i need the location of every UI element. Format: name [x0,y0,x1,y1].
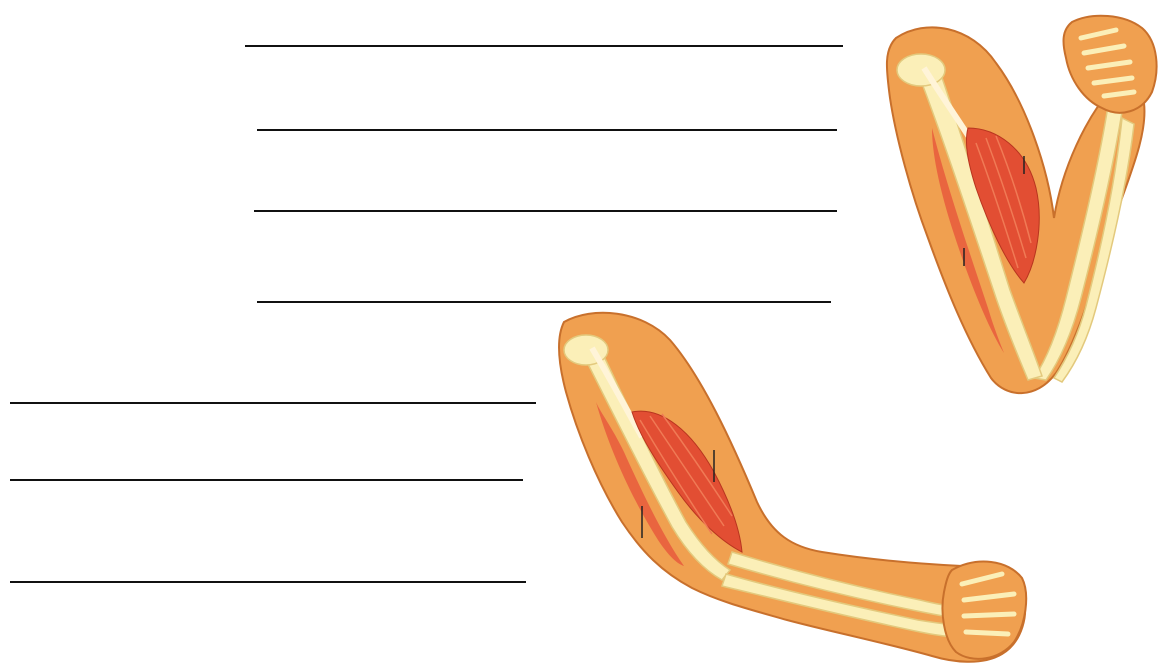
answer-line-2[interactable] [257,129,837,131]
answer-line-1[interactable] [245,45,843,47]
answer-line-5[interactable] [10,402,536,404]
answer-line-3[interactable] [254,210,837,212]
extended-arm-figure [552,302,1030,671]
flexed-arm-shoulder-joint [897,54,945,86]
answer-line-7[interactable] [10,581,526,583]
answer-line-6[interactable] [10,479,523,481]
